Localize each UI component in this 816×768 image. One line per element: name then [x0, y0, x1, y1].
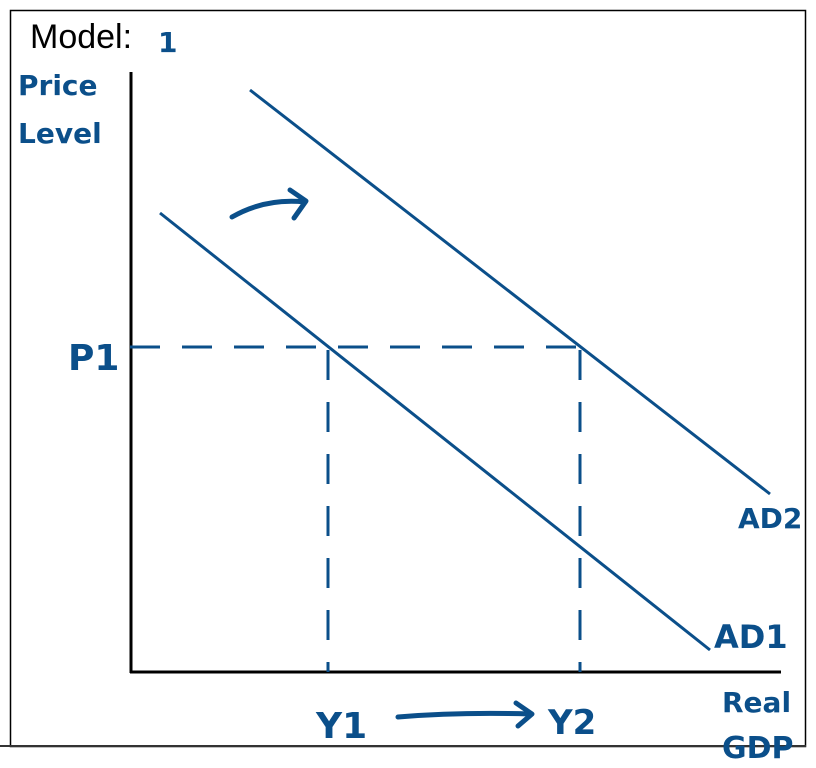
ad1-curve [159, 211, 711, 652]
ad2-curve [249, 88, 771, 496]
ad2-label: AD2 [738, 502, 802, 535]
shift-arrow-icon [229, 187, 309, 221]
ad1-label: AD1 [714, 618, 788, 656]
y-axis-label-price: Price [18, 69, 98, 102]
x-axis-label-gdp: GDP [722, 731, 794, 766]
y-axis-label-level: Level [18, 117, 102, 150]
y2-label: Y2 [547, 703, 596, 743]
model-number: 1 [158, 26, 177, 59]
y1-label: Y1 [315, 706, 367, 747]
x-axis-label-real: Real [722, 686, 791, 719]
p1-label: P1 [68, 338, 119, 379]
model-label: Model: [30, 18, 132, 56]
output-arrow-icon [395, 700, 535, 729]
